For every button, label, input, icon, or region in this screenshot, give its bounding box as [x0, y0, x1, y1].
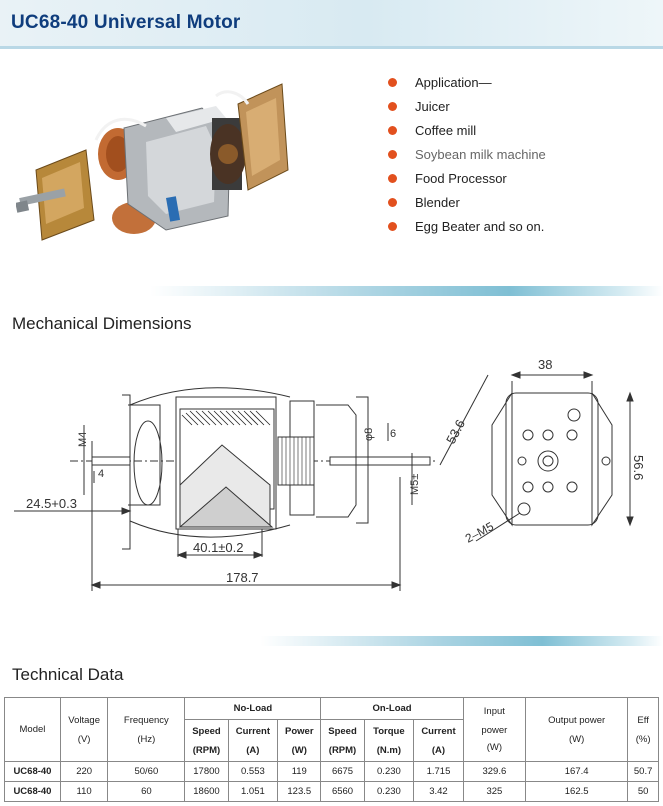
- cell-eff: 50.7: [627, 761, 659, 782]
- th-no-load: No-Load: [184, 697, 322, 720]
- cell-frequency: 50/60: [107, 761, 186, 782]
- cell-output-power: 162.5: [524, 781, 629, 802]
- section-divider: [260, 636, 663, 646]
- bullet-icon: [388, 102, 397, 111]
- th-voltage: Voltage(V): [59, 697, 109, 762]
- dim-24-5: 24.5+0.3: [26, 496, 77, 511]
- th-no-load-power: Power(W): [277, 719, 322, 762]
- bullet-icon: [388, 78, 397, 87]
- mechanical-dimensions-heading: Mechanical Dimensions: [12, 314, 192, 333]
- cell-model: UC68-40: [4, 781, 61, 802]
- page-title: UC68-40 Universal Motor: [11, 12, 241, 33]
- th-on-load: On-Load: [320, 697, 464, 720]
- dim-53-6: 53.6: [443, 417, 468, 446]
- dim-178-7: 178.7: [226, 570, 259, 585]
- bullet-icon: [388, 150, 397, 159]
- th-no-load-current: Current(A): [227, 719, 279, 762]
- table-row: UC68-40 110 60 18600 1.051 123.5 6560 0.…: [4, 781, 659, 802]
- th-no-load-speed: Speed(RPM): [184, 719, 229, 762]
- section-divider: [150, 286, 663, 296]
- cell-no-load-power: 123.5: [277, 781, 322, 802]
- cell-voltage: 110: [59, 781, 109, 802]
- cell-on-load-speed: 6560: [320, 781, 365, 802]
- dim-38: 38: [538, 357, 552, 372]
- cell-on-load-current: 1.715: [413, 761, 464, 782]
- dim-phi8: φ8: [363, 428, 375, 441]
- cell-no-load-current: 0.553: [227, 761, 279, 782]
- cell-on-load-speed: 6675: [320, 761, 365, 782]
- bullet-icon: [388, 222, 397, 231]
- cell-no-load-speed: 18600: [184, 781, 229, 802]
- list-item: Soybean milk machine: [388, 146, 546, 170]
- cell-no-load-power: 119: [277, 761, 322, 782]
- dim-6: 6: [390, 428, 396, 440]
- motor-photo: [16, 83, 289, 241]
- dim-40-1: 40.1±0.2: [193, 540, 244, 555]
- list-item: Egg Beater and so on.: [388, 218, 546, 242]
- cell-on-load-current: 3.42: [413, 781, 464, 802]
- dim-m5: M5±: [409, 474, 421, 495]
- bullet-icon: [388, 174, 397, 183]
- th-output-power: Output power(W): [524, 697, 629, 762]
- bullet-icon: [388, 126, 397, 135]
- bullet-icon: [388, 198, 397, 207]
- applications-list: Application— Juicer Coffee mill Soybean …: [388, 74, 546, 242]
- technical-data-table: Model Voltage(V) Frequency(Hz) No-Load O…: [4, 697, 659, 802]
- list-item: Blender: [388, 194, 546, 218]
- cell-no-load-current: 1.051: [227, 781, 279, 802]
- cell-on-load-torque: 0.230: [363, 781, 415, 802]
- table-row: UC68-40 220 50/60 17800 0.553 119 6675 0…: [4, 761, 659, 782]
- cell-input-power: 325: [462, 781, 526, 802]
- list-item: Coffee mill: [388, 122, 546, 146]
- list-item: Food Processor: [388, 170, 546, 194]
- list-item: Application—: [388, 74, 546, 98]
- th-eff: Eff(%): [627, 697, 659, 762]
- th-frequency: Frequency(Hz): [107, 697, 186, 762]
- dim-56-6: 56.6: [631, 455, 646, 480]
- dim-2-m5: 2–M5: [463, 519, 496, 546]
- cell-model: UC68-40: [4, 761, 61, 782]
- header-banner: UC68-40 Universal Motor: [0, 0, 663, 49]
- mechanical-drawing: 38 53.6 56.6 M4 4 24.5+0.3 40.1±0.2 178.…: [14, 357, 646, 591]
- cell-input-power: 329.6: [462, 761, 526, 782]
- dim-4: 4: [98, 468, 104, 480]
- cell-on-load-torque: 0.230: [363, 761, 415, 782]
- cell-voltage: 220: [59, 761, 109, 782]
- list-item: Juicer: [388, 98, 546, 122]
- cell-output-power: 167.4: [524, 761, 629, 782]
- cell-no-load-speed: 17800: [184, 761, 229, 782]
- cell-eff: 50: [627, 781, 659, 802]
- dim-m4: M4: [77, 432, 89, 447]
- technical-data-heading: Technical Data: [12, 665, 124, 684]
- cell-frequency: 60: [107, 781, 186, 802]
- th-on-load-torque: Torque(N.m): [363, 719, 415, 762]
- th-on-load-current: Current(A): [413, 719, 464, 762]
- th-model: Model: [4, 697, 61, 762]
- th-on-load-speed: Speed(RPM): [320, 719, 365, 762]
